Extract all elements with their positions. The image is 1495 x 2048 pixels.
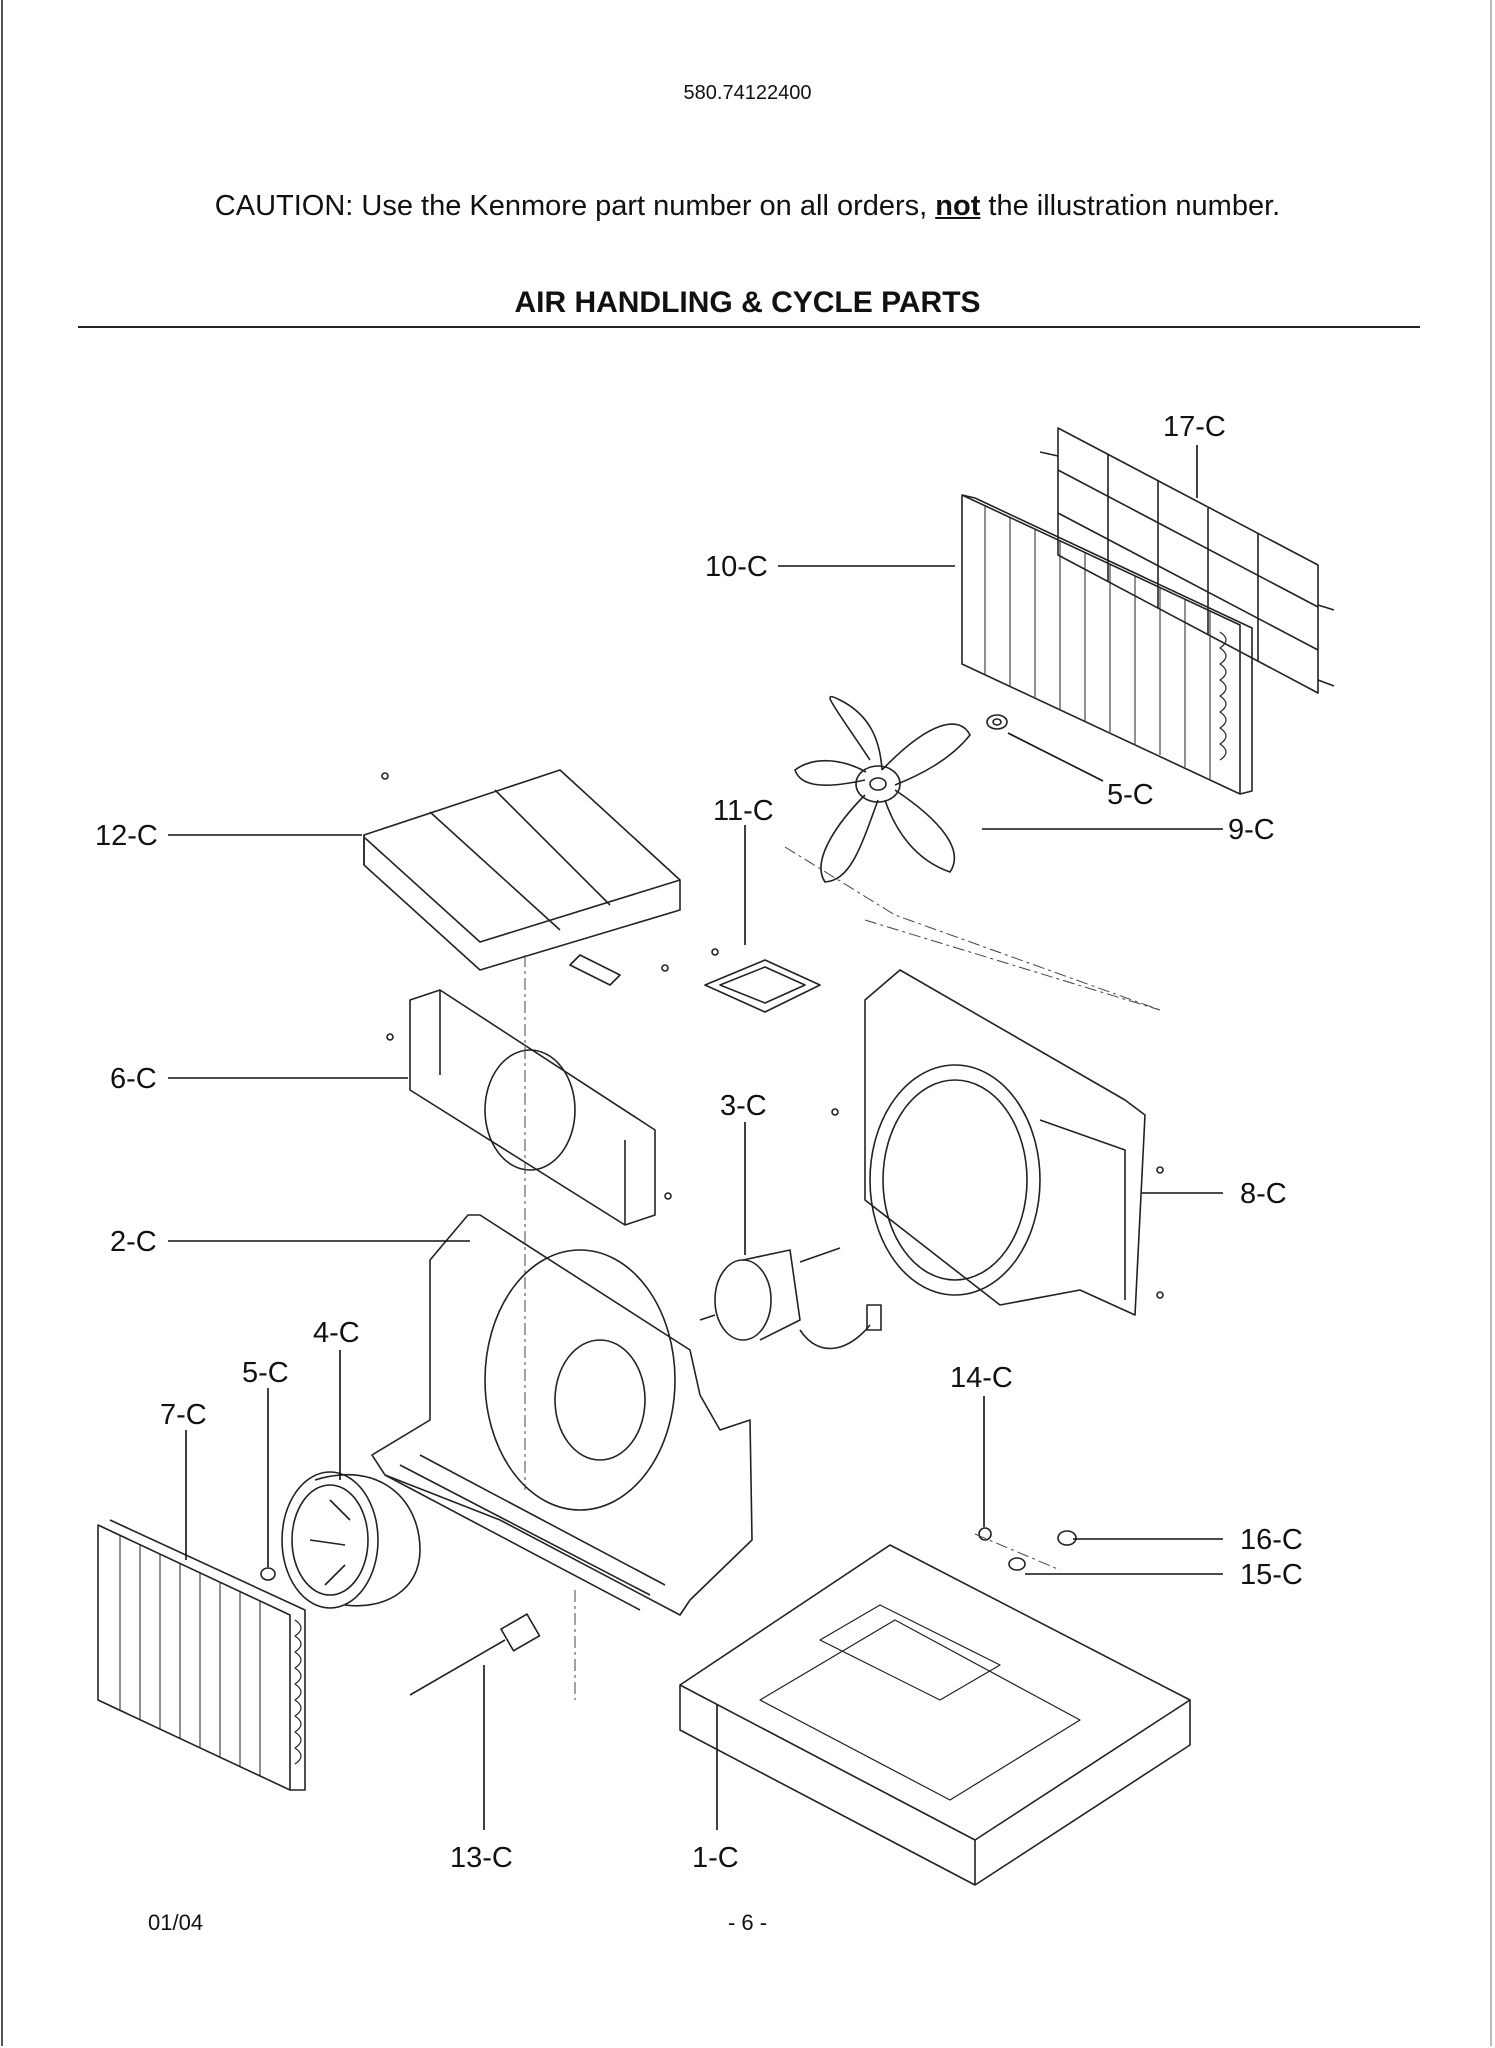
callout-17-c: 17-C [1163,411,1226,443]
callout-13-c: 13-C [450,1842,513,1874]
evaporator-coil-illustration [97,1519,306,1791]
fan-blade-illustration [794,695,971,883]
base-pan-illustration [679,1544,1191,1886]
footer-date: 01/04 [148,1910,204,1935]
callout-7-c: 7-C [160,1399,207,1431]
callout-11-c: 11-C [713,795,774,827]
fan-motor-illustration [699,1247,882,1350]
callout-16-c: 16-C [1240,1524,1303,1556]
callout-5-c-upper: 5-C [1107,779,1154,811]
rear-grille-illustration [1039,427,1335,694]
callout-3-c: 3-C [720,1090,767,1122]
leader-lines [168,445,1223,1830]
caution-suffix: the illustration number. [980,190,1281,222]
orifice-panel-illustration [409,989,656,1226]
caution-emphasis: not [935,190,981,222]
lower-clip-illustration [260,1567,276,1581]
caution-prefix: CAUTION: Use the Kenmore part number on … [214,190,936,222]
condenser-coil-illustration [961,494,1253,795]
caution-note: CAUTION: Use the Kenmore part number on … [0,190,1495,223]
upper-clip-illustration [986,714,1008,730]
callout-12-c: 12-C [95,820,158,852]
callout-9-c: 9-C [1228,814,1275,846]
upper-housing-illustration [363,769,681,986]
callout-1-c: 1-C [692,1842,739,1874]
callout-14-c: 14-C [950,1362,1013,1394]
callout-2-c: 2-C [110,1226,157,1258]
section-title: AIR HANDLING & CYCLE PARTS [514,286,981,319]
callout-8-c: 8-C [1240,1178,1287,1210]
callout-5-c-lower: 5-C [242,1357,289,1389]
callout-6-c: 6-C [110,1063,157,1095]
assembly-guide-lines [524,846,1161,1700]
motor-bracket-illustration [704,959,821,1013]
shroud-illustration [864,969,1146,1316]
callout-15-c: 15-C [1240,1559,1303,1591]
screws-and-fittings [381,772,1164,1571]
model-number: 580.74122400 [683,82,812,104]
callout-4-c: 4-C [313,1317,360,1349]
base-housing-illustration [371,1214,753,1616]
footer-page-number: - 6 - [727,1910,768,1935]
title-rule [78,326,1420,328]
thermistor-illustration [409,1613,541,1696]
blower-wheel-illustration [281,1471,421,1609]
callout-10-c: 10-C [705,551,768,583]
